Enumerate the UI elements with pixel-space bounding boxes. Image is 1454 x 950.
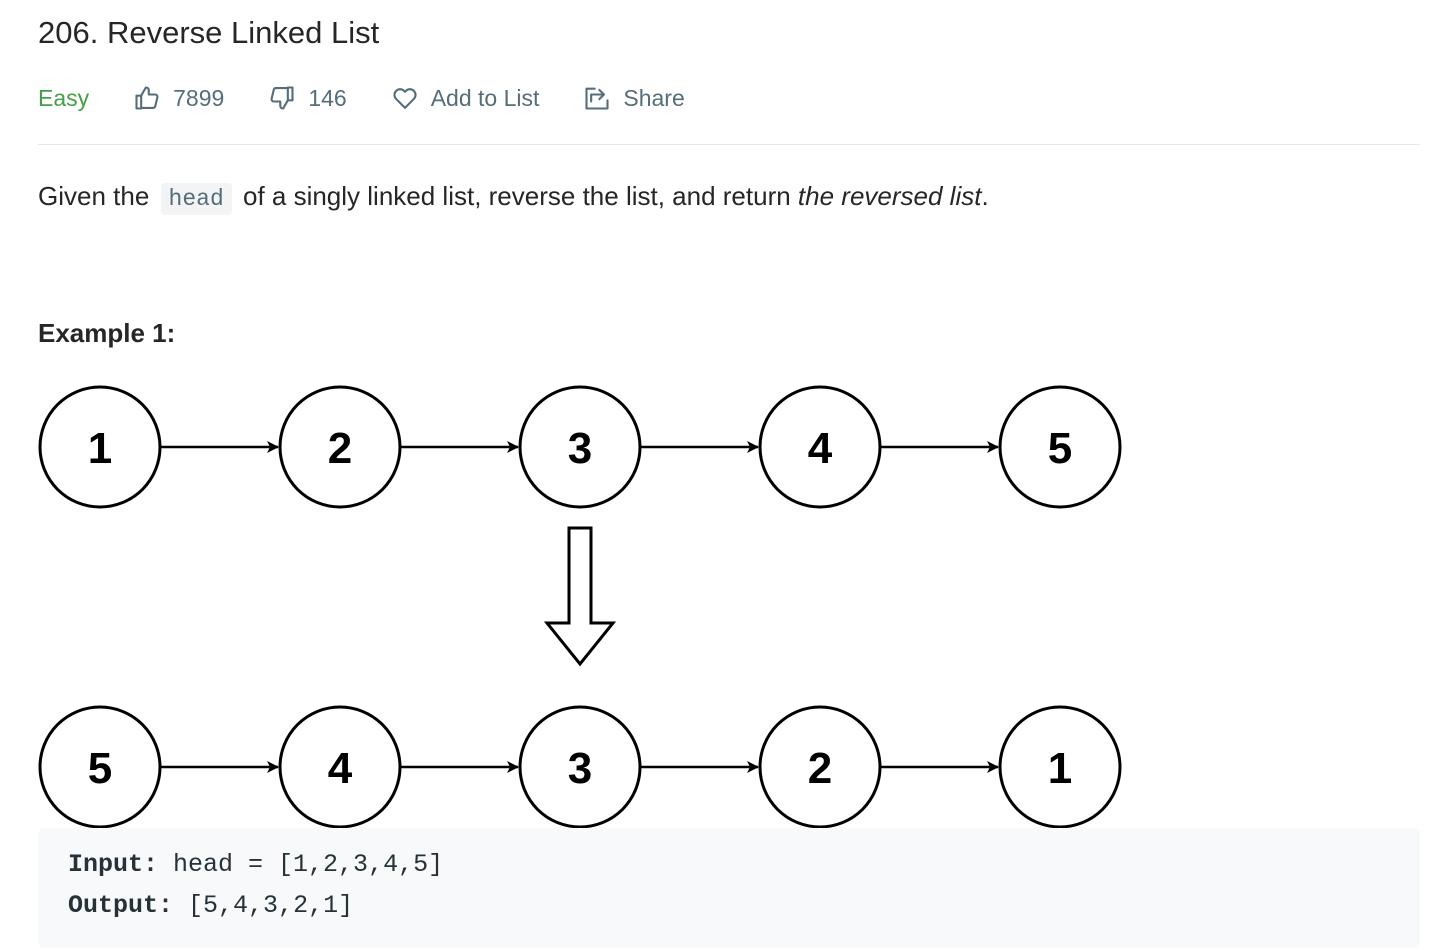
down-arrow-icon bbox=[543, 526, 617, 667]
top-node-5: 5 bbox=[998, 385, 1122, 509]
problem-description: Given the head of a singly linked list, … bbox=[38, 176, 989, 219]
dislike-button[interactable]: 146 bbox=[268, 84, 347, 112]
example-code-block: Input: head = [1,2,3,4,5] Output: [5,4,3… bbox=[38, 828, 1420, 948]
like-button[interactable]: 7899 bbox=[133, 84, 224, 112]
description-emphasis: the reversed list bbox=[797, 181, 982, 211]
output-label: Output: bbox=[68, 891, 174, 920]
svg-text:3: 3 bbox=[568, 424, 592, 473]
svg-text:2: 2 bbox=[328, 424, 352, 473]
share-icon bbox=[585, 87, 609, 110]
svg-text:4: 4 bbox=[328, 744, 353, 793]
linked-list-diagram: 1 2 3 4 5 5 4 bbox=[38, 385, 1122, 829]
bottom-node-4: 2 bbox=[758, 705, 882, 829]
problem-title: 206. Reverse Linked List bbox=[38, 15, 380, 50]
output-value: [5,4,3,2,1] bbox=[188, 891, 354, 920]
bottom-node-5: 1 bbox=[998, 705, 1122, 829]
input-value: head = [1,2,3,4,5] bbox=[173, 850, 444, 879]
dislike-count: 146 bbox=[308, 84, 347, 111]
thumbs-up-icon bbox=[135, 86, 159, 110]
difficulty-badge: Easy bbox=[38, 84, 90, 111]
inline-code-head: head bbox=[160, 183, 232, 215]
like-count: 7899 bbox=[173, 84, 225, 111]
svg-text:4: 4 bbox=[808, 424, 833, 473]
description-text-1: Given the bbox=[38, 181, 150, 211]
heart-icon bbox=[393, 88, 417, 109]
example-input-line: Input: head = [1,2,3,4,5] bbox=[68, 850, 443, 879]
thumbs-down-icon bbox=[270, 86, 294, 110]
top-node-4: 4 bbox=[758, 385, 882, 509]
top-node-1: 1 bbox=[38, 385, 162, 509]
add-to-list-label: Add to List bbox=[430, 84, 540, 111]
top-node-2: 2 bbox=[278, 385, 402, 509]
svg-text:5: 5 bbox=[1048, 424, 1072, 473]
svg-text:1: 1 bbox=[1048, 744, 1072, 793]
description-text-2: of a singly linked list, reverse the lis… bbox=[242, 181, 791, 211]
svg-text:2: 2 bbox=[808, 744, 832, 793]
bottom-node-3: 3 bbox=[518, 705, 642, 829]
svg-text:5: 5 bbox=[88, 744, 112, 793]
problem-meta-bar: Easy 7899 146 Add to List bbox=[38, 78, 729, 118]
example-output-line: Output: [5,4,3,2,1] bbox=[68, 891, 353, 920]
example-title: Example 1: bbox=[38, 318, 176, 348]
share-button[interactable]: Share bbox=[583, 84, 685, 112]
share-label: Share bbox=[623, 84, 685, 111]
add-to-list-button[interactable]: Add to List bbox=[391, 84, 540, 112]
bottom-node-1: 5 bbox=[38, 705, 162, 829]
top-node-3: 3 bbox=[518, 385, 642, 509]
svg-text:1: 1 bbox=[88, 424, 112, 473]
input-label: Input: bbox=[68, 850, 159, 879]
description-text-3: . bbox=[981, 181, 989, 211]
svg-text:3: 3 bbox=[568, 744, 592, 793]
header-divider bbox=[38, 144, 1420, 145]
bottom-node-2: 4 bbox=[278, 705, 402, 829]
